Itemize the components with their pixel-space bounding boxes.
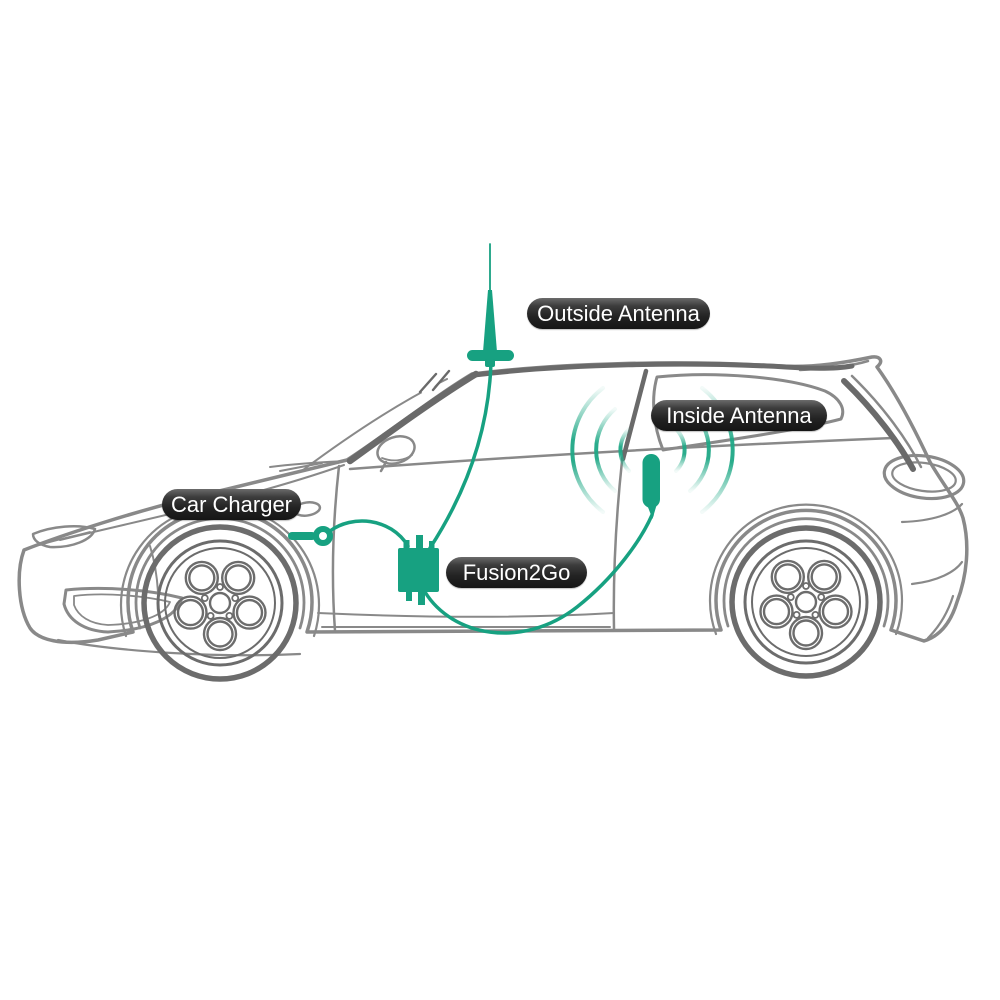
- cowl-line: [269, 460, 347, 468]
- kit-cables: [328, 361, 654, 635]
- vent-slash-1: [418, 372, 438, 394]
- side-mirror: [376, 435, 416, 465]
- signal-waves-left-icon: [570, 386, 631, 514]
- taillight-inner: [891, 461, 957, 493]
- rear-crease-mid: [910, 560, 964, 586]
- bumper-seam-line: [149, 545, 159, 593]
- b-pillar-band: [620, 368, 649, 462]
- quarter-window: [652, 373, 845, 452]
- booster-connector-bottom-1: [406, 592, 412, 601]
- front-rim: [156, 539, 284, 667]
- inside-antenna-bar: [642, 454, 660, 508]
- front-hub: [208, 591, 232, 615]
- a-pillar-band: [346, 370, 480, 465]
- label-car-charger: Car Charger: [162, 489, 301, 520]
- vent-gap: [421, 368, 447, 395]
- booster-box: [398, 548, 439, 592]
- chin-spoiler-line: [56, 638, 302, 657]
- wiper-line: [279, 462, 323, 472]
- booster-connector-top-3: [429, 541, 435, 549]
- front-wheel-holes: [173, 560, 267, 652]
- side-mirror-inner-line: [381, 454, 413, 462]
- booster-connector-top-2: [416, 535, 423, 549]
- rear-rim-lip: [751, 547, 861, 657]
- rear-wheel-holes: [759, 559, 853, 651]
- rear-crease-upper: [900, 502, 964, 524]
- inside-antenna-icon: [642, 454, 660, 519]
- c-pillar-band: [841, 378, 916, 472]
- rear-arch-lip: [722, 517, 890, 628]
- front-door-edge-line: [331, 464, 341, 633]
- sill-upper-line: [317, 612, 615, 618]
- booster-connector-bottom-2: [418, 592, 425, 605]
- front-rim-lip: [164, 547, 276, 659]
- front-wheel: [141, 524, 299, 682]
- booster-connector-top-1: [403, 540, 410, 549]
- rear-wheel: [729, 525, 883, 679]
- fusion2go-device-icon: [398, 535, 439, 605]
- label-outside-antenna: Outside Antenna: [527, 298, 710, 329]
- car-pillar-bands: [346, 361, 916, 472]
- antenna-base: [467, 350, 514, 361]
- charger-plug-ring: [313, 526, 333, 546]
- label-inside-antenna: Inside Antenna: [651, 400, 827, 431]
- rear-door-edge-line: [612, 459, 624, 631]
- vent-slash-2: [431, 369, 451, 392]
- outside-antenna-icon: [467, 243, 514, 367]
- label-fusion2go: Fusion2Go: [446, 557, 587, 588]
- rear-hub: [794, 590, 818, 614]
- antenna-base-tab: [485, 359, 495, 367]
- rear-arch-outer: [708, 503, 904, 636]
- rear-rim: [743, 539, 869, 665]
- front-air-intake: [62, 586, 184, 634]
- rear-glass-line: [850, 374, 923, 469]
- taillight: [882, 453, 966, 501]
- outside-antenna-cable: [428, 361, 493, 550]
- inside-antenna-cable: [423, 513, 654, 635]
- car-charger-plug-icon: [288, 526, 333, 546]
- front-bolts: [200, 583, 240, 620]
- rear-bolts: [786, 582, 826, 619]
- antenna-mast-cone: [483, 290, 497, 352]
- headlight-inner-line: [39, 531, 91, 546]
- charger-cable: [328, 519, 410, 548]
- pillar-vent-marks: [418, 368, 451, 395]
- rear-bumper-step: [926, 594, 955, 640]
- rear-tire: [729, 525, 883, 679]
- beltline: [348, 436, 894, 471]
- headlight: [31, 525, 97, 549]
- front-tire: [141, 524, 299, 682]
- roof-drip-band: [471, 361, 855, 378]
- side-mirror-stem: [379, 460, 388, 473]
- inside-antenna-taper: [646, 502, 658, 519]
